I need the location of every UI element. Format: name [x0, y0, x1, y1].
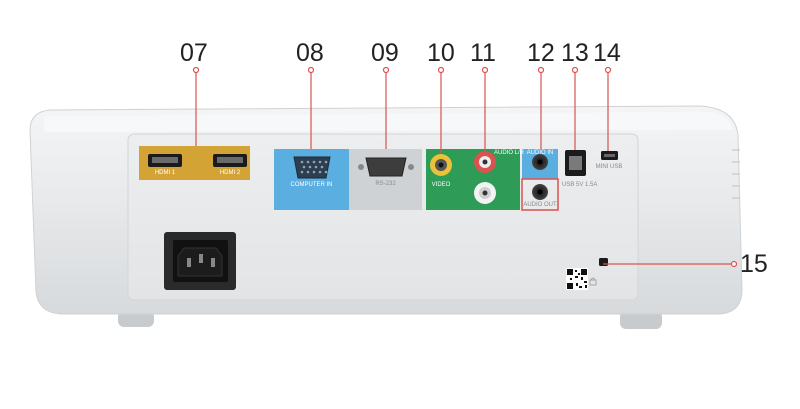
label-hdmi-1: HDMI 1 [154, 170, 176, 176]
callout-15: 15 [740, 250, 768, 278]
hdmi-ports-panel [139, 146, 250, 180]
label-video: VIDEO [431, 182, 451, 188]
audio-jack-panel [521, 149, 559, 211]
label-audio-out: AUDIO OUT [523, 202, 557, 208]
rs232-port [365, 157, 407, 177]
label-rs232: RS-232 [375, 181, 396, 187]
video-rca-jack [430, 154, 452, 176]
label-usb: USB 5V 1.5A [562, 182, 598, 188]
label-hdmi-2: HDMI 2 [219, 170, 241, 176]
callout-09: 09 [371, 39, 399, 67]
av-input-panel [426, 149, 520, 210]
callout-13: 13 [561, 39, 589, 67]
usb-port [565, 150, 586, 176]
vga-port [293, 156, 331, 179]
mini-usb-port [601, 151, 618, 160]
label-mini-usb: MINI USB [595, 164, 623, 170]
callout-10: 10 [427, 39, 455, 67]
callout-12: 12 [527, 39, 555, 67]
rs232-panel [349, 149, 422, 210]
lock-icon [589, 277, 597, 286]
label-audio-l-r: AUDIO L/R [494, 150, 525, 156]
audio-left-rca-jack [474, 182, 496, 204]
kensington-security-slot [599, 258, 608, 266]
computer-in-panel [274, 149, 349, 210]
callout-08: 08 [296, 39, 324, 67]
callout-leaders [192, 66, 738, 268]
power-socket [164, 232, 236, 290]
label-audio-in: AUDIO IN [526, 150, 554, 156]
audio-right-rca-jack [474, 151, 496, 173]
callout-11: 11 [470, 39, 496, 67]
qr-code [566, 268, 588, 290]
callout-14: 14 [593, 39, 621, 67]
callout-07: 07 [180, 39, 208, 67]
label-computer-in: COMPUTER IN [290, 182, 333, 188]
